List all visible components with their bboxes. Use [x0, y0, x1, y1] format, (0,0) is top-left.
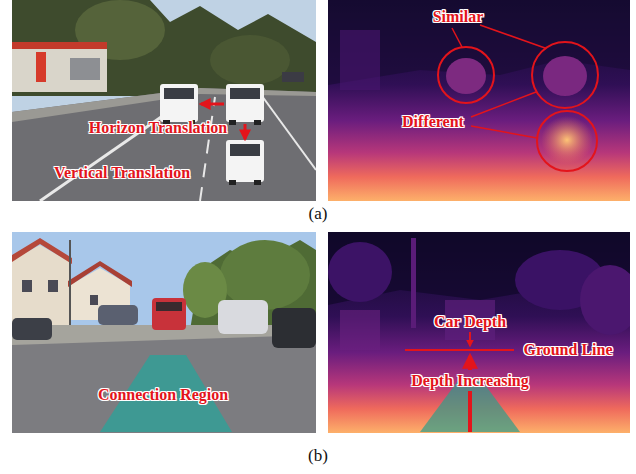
annotation-label: Different — [402, 113, 464, 131]
art-part — [254, 120, 261, 125]
art-part — [226, 84, 264, 122]
art-part — [220, 240, 310, 310]
annotation-label: Connection Region — [98, 386, 228, 404]
art-part — [152, 298, 186, 330]
art-part — [328, 0, 630, 201]
leader-line — [471, 92, 536, 117]
art-part — [230, 144, 260, 156]
art-part — [340, 310, 380, 350]
translation-arrow — [201, 103, 224, 106]
depth-map — [328, 0, 630, 201]
depth-map — [328, 232, 630, 433]
depth-arrow — [468, 391, 472, 432]
art-part — [541, 116, 593, 164]
annotation-label: Vertical Translation — [54, 164, 190, 182]
art-part — [411, 238, 416, 328]
art-part — [200, 97, 215, 201]
art-part — [98, 305, 138, 325]
art-part — [12, 232, 316, 433]
art-part — [226, 140, 264, 182]
leader-line — [452, 28, 462, 47]
art-part — [580, 265, 630, 335]
art-part — [22, 280, 32, 292]
art-part — [12, 238, 72, 264]
art-part — [69, 240, 71, 330]
van — [226, 84, 264, 125]
art-part — [262, 96, 316, 170]
art-part — [254, 180, 261, 185]
art-part — [68, 261, 132, 287]
leader-line — [471, 126, 537, 138]
art-part — [12, 318, 52, 340]
art-part — [446, 58, 486, 94]
leader-line — [480, 25, 545, 48]
van — [160, 84, 198, 125]
highlight-circle — [532, 42, 598, 108]
highlight-circle — [537, 111, 597, 171]
art-part — [230, 88, 260, 99]
art-part — [12, 0, 316, 201]
art-part — [12, 42, 107, 49]
panel-caption: (a) — [309, 205, 328, 224]
depth-arrow — [468, 356, 472, 370]
van — [226, 140, 264, 185]
art-part — [328, 242, 392, 302]
annotation-label: Depth Increasing — [411, 372, 529, 390]
annotation-label: Ground Line — [523, 341, 612, 359]
art-part — [36, 52, 46, 82]
art-part — [282, 72, 304, 82]
art-part — [12, 325, 316, 433]
annotation-label: Horizon Translation — [89, 119, 228, 137]
street-photo — [12, 232, 316, 433]
panel-caption: (b) — [308, 447, 328, 466]
art-part — [229, 120, 236, 125]
art-part — [160, 84, 198, 122]
art-part — [218, 300, 268, 334]
art-part — [210, 35, 290, 85]
art-part — [12, 42, 107, 92]
art-part — [156, 302, 182, 311]
art-part — [229, 180, 236, 185]
ground-line — [405, 349, 514, 351]
art-part — [12, 0, 316, 96]
art-part — [340, 30, 380, 90]
art-part — [90, 295, 98, 305]
translation-arrow — [244, 124, 247, 139]
annotation-label: Similar — [433, 8, 484, 26]
depth-arrow — [469, 332, 471, 346]
art-part — [164, 88, 194, 99]
art-part — [48, 280, 58, 292]
street-photo — [12, 0, 316, 201]
art-part — [272, 308, 316, 348]
highlight-circle — [438, 47, 494, 103]
art-part — [12, 245, 70, 330]
art-part — [328, 232, 630, 433]
annotation-label: Car Depth — [434, 313, 506, 331]
art-part — [543, 56, 587, 96]
art-part — [70, 58, 100, 80]
